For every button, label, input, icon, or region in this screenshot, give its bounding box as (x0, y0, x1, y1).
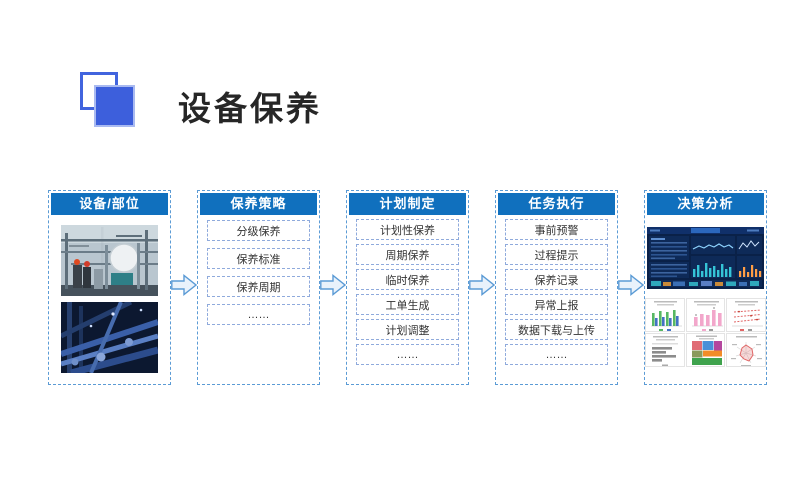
trend-line-chart-thumbnail (726, 298, 766, 332)
radar-chart-thumbnail (726, 333, 766, 367)
planning-item: 临时保养 (356, 269, 459, 290)
planning-item: 计划调整 (356, 319, 459, 340)
treemap-chart-thumbnail (685, 333, 726, 367)
right-block-arrow-icon (469, 273, 496, 297)
execution-item: 事前预警 (505, 219, 608, 240)
bi-dashboard-screenshot (647, 227, 764, 289)
execution-item-ellipsis: …… (505, 344, 608, 365)
strategy-item-ellipsis: …… (207, 304, 310, 325)
planning-item: 周期保养 (356, 244, 459, 265)
column-strategy: 保养策略 分级保养 保养标准 保养周期 …… (197, 190, 320, 385)
column-execution: 任务执行 事前预警 过程提示 保养记录 异常上报 数据下载与上传 …… (495, 190, 618, 385)
execution-item: 过程提示 (505, 244, 608, 265)
execution-item: 数据下载与上传 (505, 319, 608, 340)
column-equipment-header: 设备/部位 (51, 193, 168, 215)
column-execution-header: 任务执行 (498, 193, 615, 215)
strategy-item: 保养周期 (207, 276, 310, 297)
execution-item: 保养记录 (505, 269, 608, 290)
right-block-arrow-icon (618, 273, 645, 297)
planning-item-ellipsis: …… (356, 344, 459, 365)
grouped-bar-chart-thumbnail (645, 298, 685, 332)
column-strategy-header: 保养策略 (200, 193, 317, 215)
column-analysis: 决策分析 (644, 190, 767, 385)
column-planning-header: 计划制定 (349, 193, 466, 215)
overlapping-squares-icon (80, 72, 138, 130)
strategy-item-list: 分级保养 保养标准 保养周期 …… (200, 215, 317, 325)
execution-item-list: 事前预警 过程提示 保养记录 异常上报 数据下载与上传 …… (498, 215, 615, 365)
pink-bar-chart-thumbnail (685, 298, 726, 332)
column-planning: 计划制定 计划性保养 周期保养 临时保养 工单生成 计划调整 …… (346, 190, 469, 385)
planning-item: 工单生成 (356, 294, 459, 315)
planning-item-list: 计划性保养 周期保养 临时保养 工单生成 计划调整 …… (349, 215, 466, 365)
page-title: 设备保养 (178, 90, 322, 127)
right-block-arrow-icon (320, 273, 347, 297)
column-equipment: 设备/部位 (48, 190, 171, 385)
planning-item: 计划性保养 (356, 219, 459, 240)
industrial-plant-workers-photo (61, 225, 158, 296)
column-analysis-header: 决策分析 (647, 193, 764, 215)
strategy-item: 保养标准 (207, 248, 310, 269)
logo-front-square (94, 85, 135, 127)
horizontal-bar-chart-thumbnail (645, 333, 685, 367)
strategy-item: 分级保养 (207, 220, 310, 241)
industrial-pipes-night-photo (61, 302, 158, 373)
column-equipment-body (51, 215, 168, 382)
right-block-arrow-icon (171, 273, 198, 297)
execution-item: 异常上报 (505, 294, 608, 315)
flow-diagram: 设备/部位 (48, 190, 767, 385)
report-chart-thumbnails (645, 298, 766, 367)
